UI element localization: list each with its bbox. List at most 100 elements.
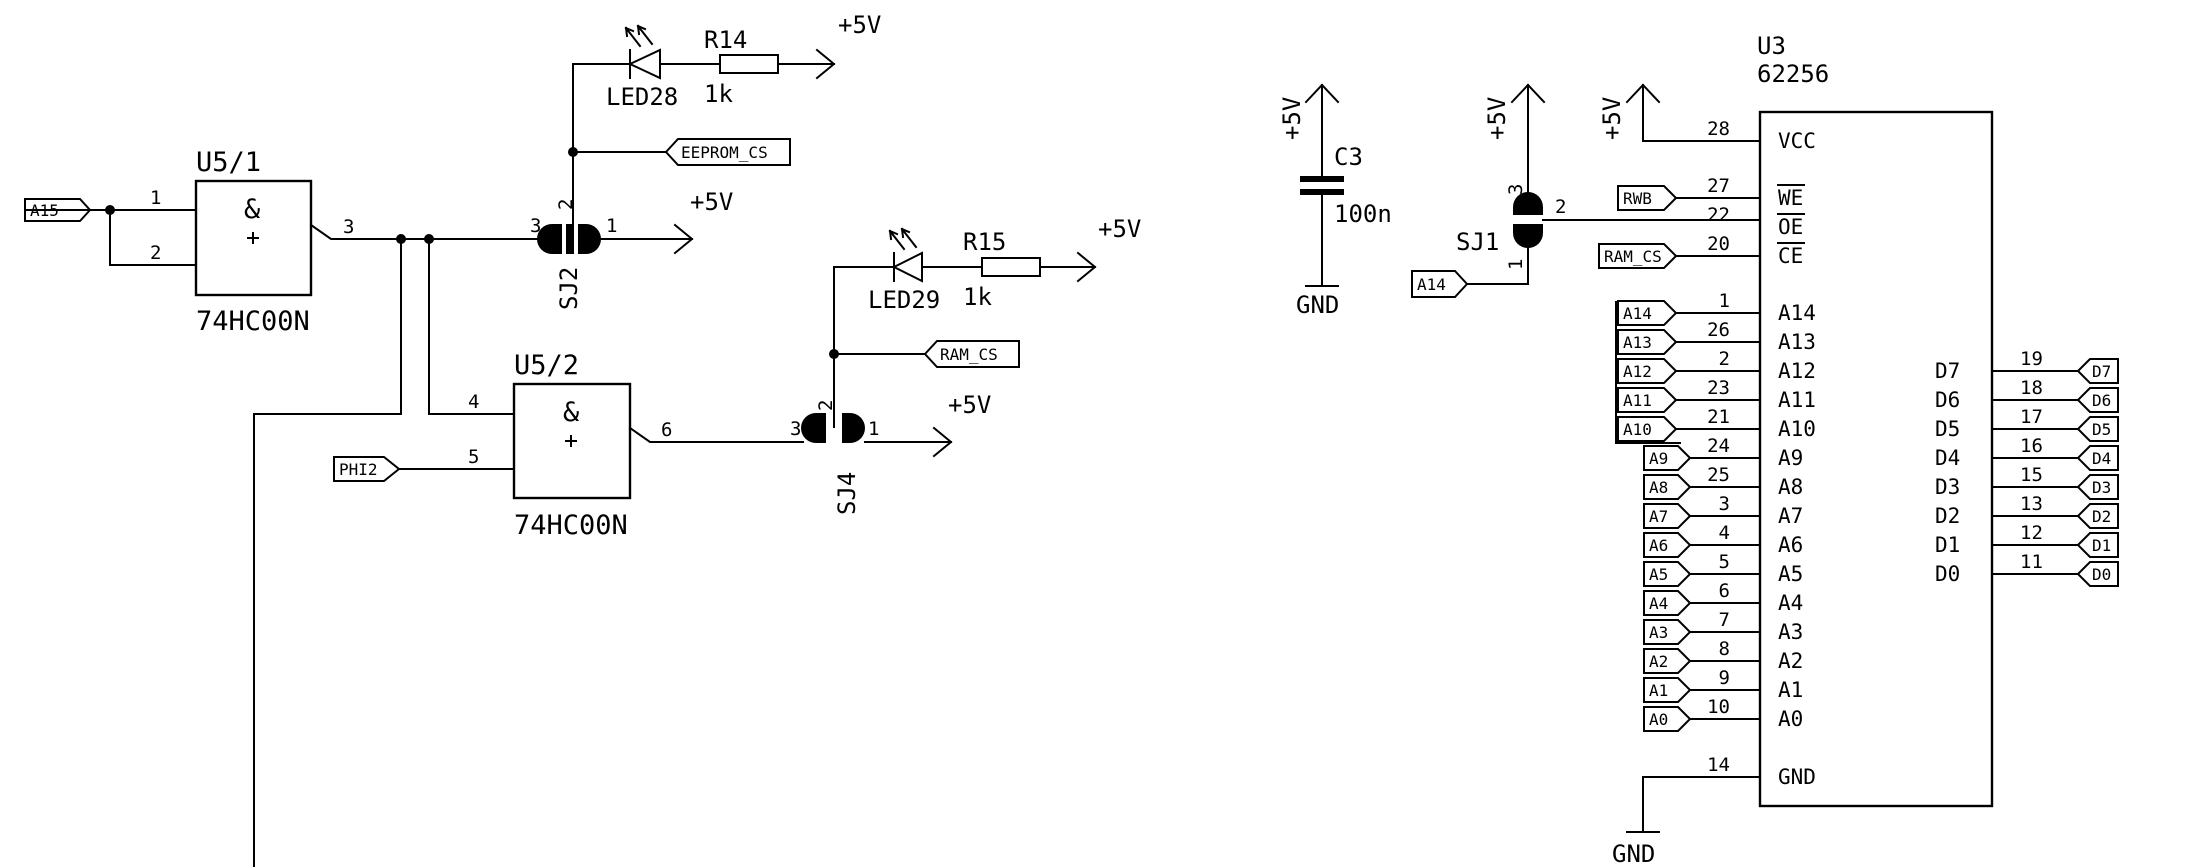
u3-pin-number: 8 [1719, 638, 1730, 660]
resistor-r14-body [719, 54, 779, 74]
chip-u3-value: 62256 [1757, 60, 1829, 88]
gate-u5-2-ref: U5/2 [514, 350, 579, 381]
jumper-sj1-bottom-pad [1513, 224, 1543, 248]
net-label-a14-sj1-flag [1411, 270, 1469, 298]
wire-sj4-led29 [833, 266, 895, 428]
u3-pin-net-flag [1643, 532, 1692, 558]
u3-pin-name: CE [1778, 244, 1803, 268]
gate-u5-2-pin-in1: 4 [468, 391, 479, 413]
u3-pin-number: 23 [1707, 377, 1730, 399]
net-label-phi2: PHI2 [333, 456, 401, 482]
gate-u5-1-value: 74HC00N [196, 306, 310, 337]
u3-pin-net-label: A14 [1623, 304, 1652, 323]
led28: LED28 [606, 24, 721, 111]
resistor-r14: R14 1k +5V [704, 11, 881, 108]
u3-pin-number: 18 [2020, 377, 2043, 399]
u3-pin-name: A0 [1778, 707, 1803, 731]
u3-pin-net-flag [1617, 185, 1678, 211]
u3-pin-number: 22 [1707, 204, 1730, 226]
led29-light-arrows [888, 227, 918, 251]
jumper-sj4-ref: SJ4 [833, 472, 861, 515]
u3-pin-number: 12 [2020, 522, 2043, 544]
u3-pin-net-label: A4 [1649, 594, 1668, 613]
u3-pin-net-label: A12 [1623, 362, 1652, 381]
u3-pin-number: 13 [2020, 493, 2043, 515]
net-label-a14-sj1: A14 [1411, 270, 1469, 298]
u3-pin-net-flag [2076, 387, 2119, 413]
u3-pin-name: A9 [1778, 446, 1803, 470]
net-label-a15-flag [24, 198, 92, 222]
gate-u5-2-output-wire [628, 426, 804, 443]
resistor-r15-ref: R15 [963, 228, 1006, 256]
u3-pin-number: 28 [1707, 118, 1730, 140]
jumper-sj4-pin2: 2 [815, 400, 837, 411]
u3-pin-number: 6 [1719, 580, 1730, 602]
u3-pin-net-flag [1617, 358, 1678, 384]
gate-u5-2: U5/2 74HC00N & 4 5 6 [399, 350, 804, 541]
net-label-a14-sj1-text: A14 [1417, 275, 1446, 294]
u3-pin-name: D3 [1935, 475, 1960, 499]
gate-u5-1: U5/1 74HC00N & 1 2 3 [24, 147, 547, 337]
wire-to-bottom [253, 238, 402, 867]
resistor-r15-supply-arrow [1039, 251, 1097, 283]
jumper-sj1-pin2: 2 [1555, 196, 1566, 218]
net-label-ram-cs-1: RAM_CS [923, 340, 1020, 368]
u3-pin-name: A14 [1778, 301, 1816, 325]
u3-pin-name: WE [1778, 186, 1803, 210]
u3-pin-net-flag [1643, 503, 1692, 529]
jumper-sj4-pin1: 1 [868, 418, 879, 440]
capacitor-c3-gnd [1305, 194, 1339, 287]
gate-u5-2-center-mark [565, 435, 577, 447]
resistor-r15-value: 1k [963, 283, 992, 311]
capacitor-c3-supply-arrow [1304, 83, 1340, 177]
resistor-r14-supply-arrow [777, 48, 836, 80]
u3-pin-number: 20 [1707, 233, 1730, 255]
u3-pin-number: 3 [1719, 493, 1730, 515]
u3-pin-net-label: RAM_CS [1604, 247, 1662, 266]
u3-pin-net-label: D3 [2092, 478, 2111, 497]
led29-anode [891, 251, 923, 283]
u3-pin-net-flag [1617, 416, 1678, 442]
gate-u5-2-pin-out: 6 [661, 419, 672, 441]
u3-pin-name: D4 [1935, 446, 1960, 470]
u3-pin-net-label: A0 [1649, 710, 1668, 729]
net-label-a15: A15 [24, 198, 92, 222]
led28-ref: LED28 [606, 83, 678, 111]
u3-pin-net-flag [1643, 590, 1692, 616]
u3-pin-net-label: RWB [1623, 189, 1652, 208]
capacitor-c3-plate-top [1300, 176, 1344, 182]
u3-pin-number: 26 [1707, 319, 1730, 341]
gate-u5-2-body [512, 382, 632, 500]
u3-pin-name: D1 [1935, 533, 1960, 557]
u3-pin-name: A2 [1778, 649, 1803, 673]
resistor-r14-value: 1k [704, 80, 733, 108]
u3-pin-number: 17 [2020, 406, 2043, 428]
u3-pin-net-label: D1 [2092, 536, 2111, 555]
jumper-sj4-right-pad [842, 413, 865, 443]
u3-pin-name: OE [1778, 215, 1803, 239]
capacitor-c3-ref: C3 [1334, 143, 1363, 171]
u3-pin-net-flag [2076, 445, 2119, 471]
gate-u5-2-pin-in2: 5 [468, 446, 479, 468]
u3-pin-name: D6 [1935, 388, 1960, 412]
net-label-phi2-text: PHI2 [339, 460, 378, 479]
capacitor-c3-plate-bottom [1300, 189, 1344, 195]
u3-address-group-bracket [1615, 301, 1681, 444]
u3-pin-net-label: D5 [2092, 420, 2111, 439]
jumper-sj1-top-pad [1513, 192, 1543, 215]
u3-pin-net-flag [1643, 619, 1692, 645]
net-label-ram-cs-1-flag [923, 340, 1020, 368]
u3-pin-name: A1 [1778, 678, 1803, 702]
net-label-a15-text: A15 [30, 201, 59, 220]
